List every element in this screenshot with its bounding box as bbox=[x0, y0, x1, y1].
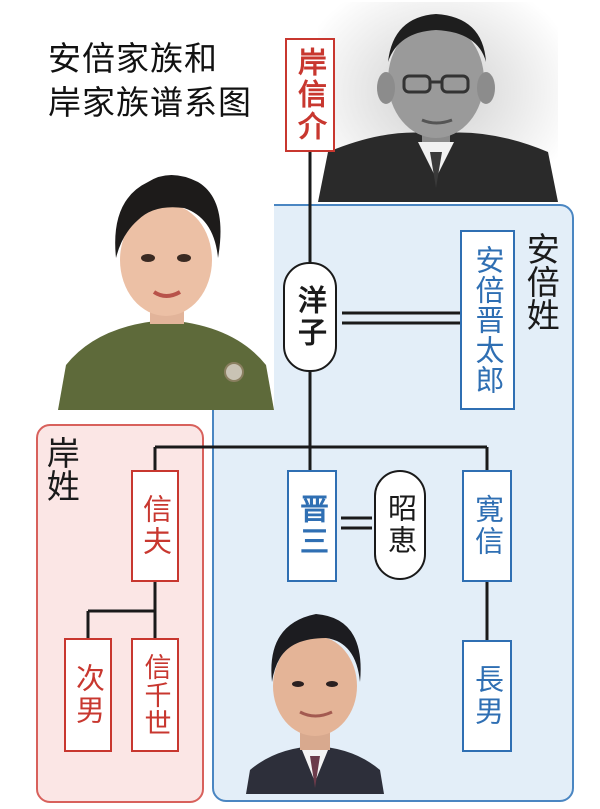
member-kishi-nobusuke: 岸信介 bbox=[285, 38, 335, 152]
member-yoko: 洋子 bbox=[283, 262, 337, 372]
member-akie: 昭恵 bbox=[374, 470, 426, 580]
yoko-portrait bbox=[58, 160, 274, 410]
abe-surname-label: 安倍姓 bbox=[521, 232, 561, 331]
member-nobuchiyo: 信千世 bbox=[131, 638, 179, 752]
shinzo-abe-portrait bbox=[246, 598, 384, 794]
member-hironobu: 寛信 bbox=[462, 470, 512, 582]
member-abe-shintaro: 安倍晋太郎 bbox=[460, 230, 515, 410]
kishi-surname-label: 岸姓 bbox=[41, 436, 81, 502]
diagram-title-line1: 安倍家族和 bbox=[48, 39, 218, 78]
member-chonan: 長男 bbox=[462, 640, 512, 752]
diagram-title-line2: 岸家族谱系图 bbox=[48, 83, 252, 122]
member-shinzo: 晋三 bbox=[287, 470, 337, 582]
member-nobuo: 信夫 bbox=[131, 470, 179, 582]
kishi-nobusuke-portrait bbox=[318, 2, 558, 202]
member-jinan: 次男 bbox=[64, 638, 112, 752]
